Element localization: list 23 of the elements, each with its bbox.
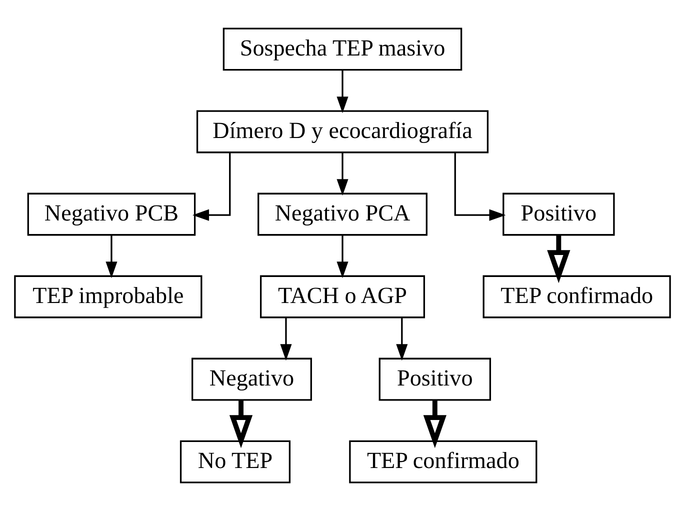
- arrow: [280, 317, 292, 360]
- node-box: Negativo: [192, 357, 312, 400]
- node-box: Negativo PCB: [27, 192, 196, 236]
- node-box: No TEP: [180, 440, 291, 483]
- arrow: [106, 234, 118, 278]
- arrow: [396, 317, 408, 360]
- arrow: [336, 70, 348, 113]
- arrow: [192, 152, 231, 220]
- node-box: Positivo: [378, 357, 492, 400]
- node-box: TEP improbable: [14, 274, 202, 318]
- node-box: Negativo PCA: [258, 192, 428, 236]
- node-box: TACH o AGP: [260, 274, 425, 318]
- arrow: [547, 234, 570, 283]
- node-box: Dímero D y ecocardiografía: [196, 110, 489, 153]
- arrow: [336, 152, 348, 196]
- node-box: Positivo: [502, 192, 615, 236]
- node-box: TEP confirmado: [482, 274, 671, 318]
- node-box: TEP confirmado: [349, 440, 538, 483]
- arrow: [454, 152, 506, 220]
- arrow: [336, 234, 348, 278]
- arrow: [229, 400, 253, 448]
- node-box: Sospecha TEP masivo: [222, 27, 462, 70]
- arrow: [423, 400, 446, 448]
